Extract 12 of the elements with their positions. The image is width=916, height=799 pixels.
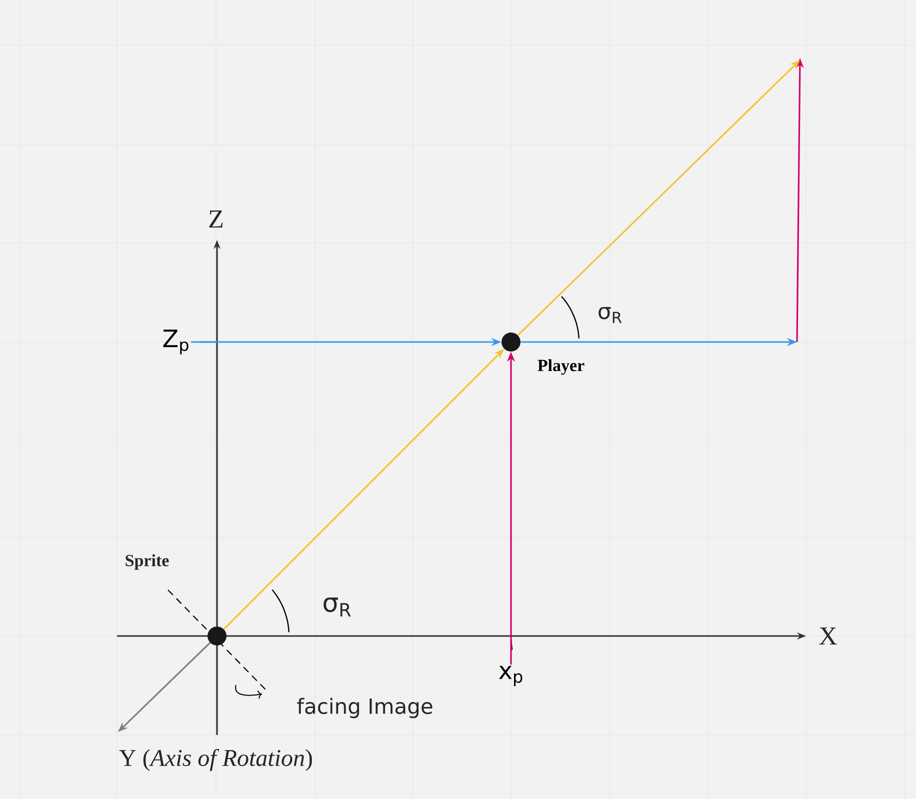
angle-label: σ$_{R}$ — [324, 598, 351, 616]
point-dot — [502, 332, 520, 352]
note: facing Image — [297, 698, 432, 718]
angle-label: σ$_{R}$ — [598, 306, 622, 324]
coordinate-label: x$_{p}$ — [499, 666, 522, 686]
axis-label: Z — [209, 210, 223, 228]
point-label: Sprite — [126, 554, 169, 570]
axis-label: X — [819, 627, 837, 644]
coordinate-label: Z$_{p}$ — [163, 330, 188, 354]
point-dot — [208, 626, 226, 646]
point-label: Player — [538, 359, 584, 375]
axis-label: Y (Axis of Rotation) — [119, 749, 312, 771]
